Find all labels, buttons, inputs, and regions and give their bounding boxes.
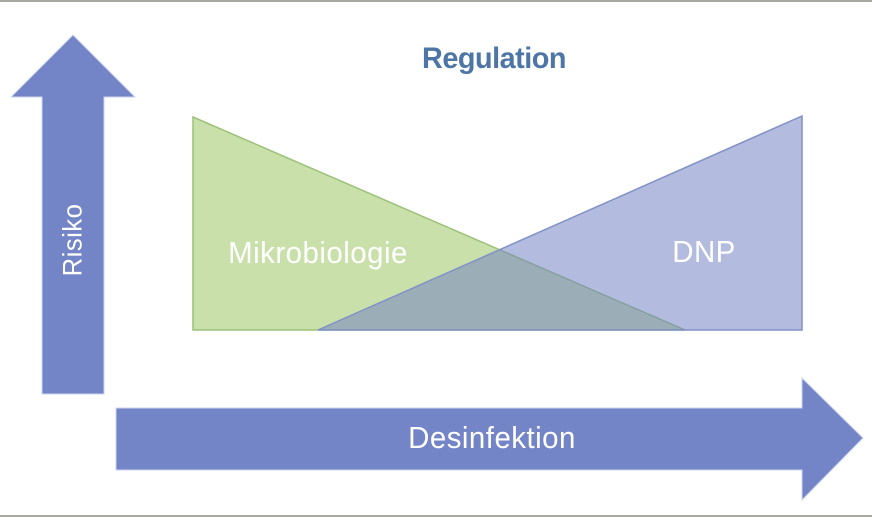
- bottom-frame-line: [0, 515, 872, 517]
- mikrobiologie-label: Mikrobiologie: [228, 235, 408, 270]
- diagram-title: Regulation: [422, 42, 566, 75]
- dnp-label: DNP: [672, 234, 736, 269]
- risk-axis-arrow-icon: [9, 34, 137, 395]
- y-axis-label: Risiko: [57, 203, 88, 277]
- dnp-triangle: [317, 114, 803, 331]
- desinfektion-axis-arrow-icon: [115, 376, 864, 502]
- top-frame-line: [0, 0, 872, 2]
- x-axis-label: Desinfektion: [408, 420, 576, 455]
